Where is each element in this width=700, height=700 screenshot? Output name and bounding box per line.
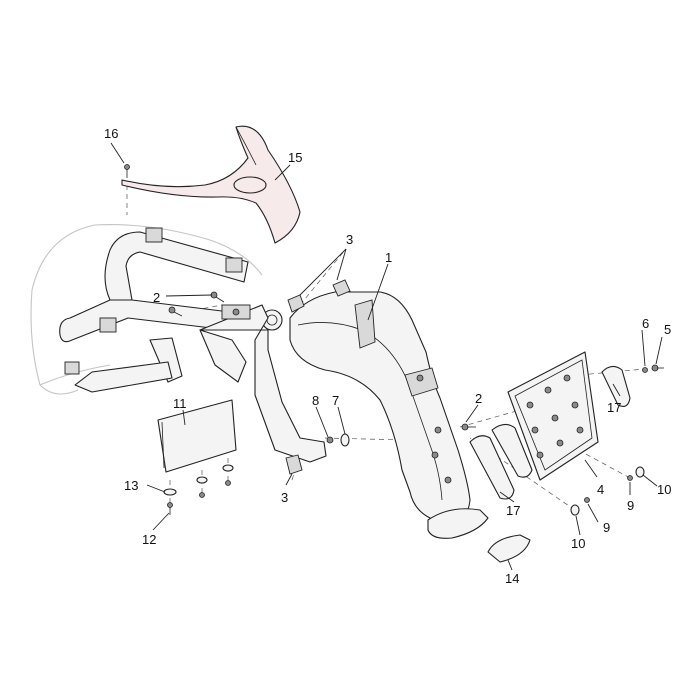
leader-lines [110, 142, 663, 571]
callout-3-lower: 3 [281, 490, 288, 505]
callout-10-right: 10 [657, 482, 671, 497]
reflector-14 [487, 534, 531, 563]
callout-5: 5 [664, 322, 671, 337]
fender-support-bracket [199, 304, 327, 463]
callout-10-lower: 10 [571, 536, 585, 551]
callout-1: 1 [385, 250, 392, 265]
callout-17-right: 17 [607, 400, 621, 415]
callout-6: 6 [642, 316, 649, 331]
callout-2-upper: 2 [153, 290, 160, 305]
nut-6 [642, 367, 648, 373]
callout-12: 12 [142, 532, 156, 547]
callout-4: 4 [597, 482, 604, 497]
callout-8: 8 [312, 393, 319, 408]
nut-9 [584, 475, 633, 503]
callout-2-lower: 2 [475, 391, 482, 406]
callout-16: 16 [104, 126, 118, 141]
rear-cover-part-15 [121, 125, 301, 244]
washer-7 [340, 433, 350, 447]
callout-labels: 16 15 3 1 2 6 5 2 8 7 11 17 13 3 4 10 9 … [104, 126, 671, 586]
screw-2-lower [461, 423, 476, 431]
callout-13: 13 [124, 478, 138, 493]
bolt-5 [651, 364, 664, 372]
callout-7: 7 [332, 393, 339, 408]
reflector-17-left [469, 423, 533, 500]
rear-frame [59, 227, 283, 393]
screw-2-upper [168, 291, 225, 317]
clip-3-upper [287, 279, 351, 313]
rear-mudguard-part-1 [289, 291, 489, 539]
screw-16 [124, 164, 130, 178]
fasteners-12-13 [163, 464, 234, 515]
callout-17-left: 17 [506, 503, 520, 518]
washer-10 [570, 466, 645, 516]
plate-part-11 [157, 399, 237, 473]
nut-8 [326, 436, 334, 444]
reflector-17-right [601, 365, 631, 407]
callout-15: 15 [288, 150, 302, 165]
callout-14: 14 [505, 571, 519, 586]
callout-3-upper: 3 [346, 232, 353, 247]
callout-9-right: 9 [627, 498, 634, 513]
callout-9-lower: 9 [603, 520, 610, 535]
clip-3-lower [285, 454, 303, 475]
callout-11: 11 [173, 396, 187, 411]
plate-holder-part-4 [507, 351, 599, 481]
